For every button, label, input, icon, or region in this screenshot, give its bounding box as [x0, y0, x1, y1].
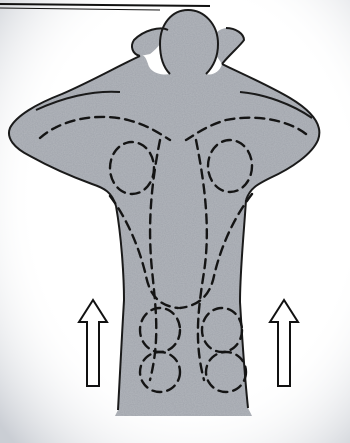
massage-illustration [0, 0, 350, 443]
